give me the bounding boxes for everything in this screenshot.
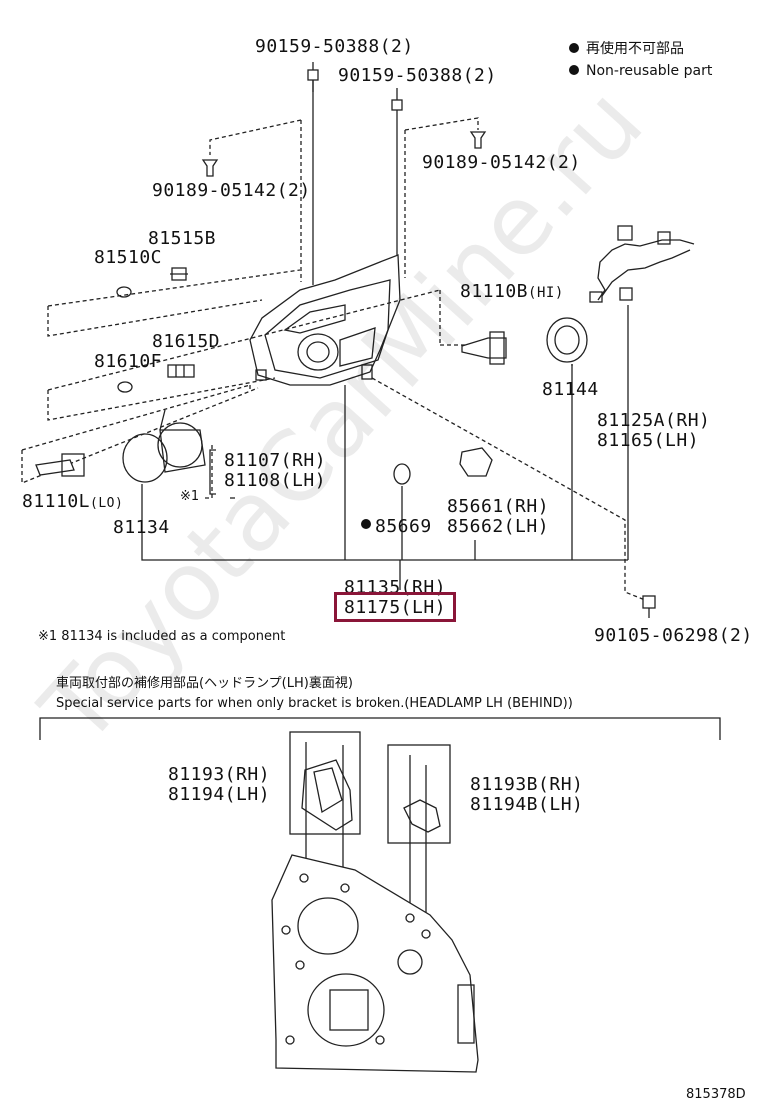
part-90159-50388-b[interactable]: 90159-50388(2)	[338, 65, 497, 86]
part-81134[interactable]: 81134	[113, 517, 170, 538]
part-81110l-suffix: (LO)	[90, 496, 124, 511]
service-note-jp: 車両取付部の補修用部品(ヘッドランプ(LH)裏面視)	[56, 676, 353, 691]
screw-90105	[642, 595, 656, 618]
part-81125a[interactable]: 81125A(RH)	[597, 410, 711, 431]
bulb-81110b	[461, 331, 507, 365]
legend-non-reusable-jp: 再使用不可部品	[586, 41, 684, 57]
part-81110l-number: 81110L	[22, 491, 91, 512]
diagram-id: 815378D	[686, 1087, 746, 1102]
part-81615d[interactable]: 81615D	[152, 331, 221, 352]
headlamp-assembly	[249, 254, 401, 386]
part-81193b[interactable]: 81193B(RH)	[470, 774, 584, 795]
gasket-81134	[122, 433, 168, 483]
footnote-81134: ※1 81134 is included as a component	[38, 629, 286, 644]
part-81515b[interactable]: 81515B	[148, 228, 217, 249]
ring-85669	[393, 463, 411, 485]
bulb-81610f	[117, 381, 133, 393]
part-81165[interactable]: 81165(LH)	[597, 430, 700, 451]
part-81110b-suffix: (HI)	[528, 285, 564, 301]
part-85661[interactable]: 85661(RH)	[447, 496, 550, 517]
part-90189-05142-a[interactable]: 90189-05142(2)	[152, 180, 311, 201]
part-90159-50388-a[interactable]: 90159-50388(2)	[255, 36, 414, 57]
part-81193[interactable]: 81193(RH)	[168, 764, 271, 785]
part-85669[interactable]: 85669	[375, 516, 432, 537]
cap-81144	[546, 317, 588, 363]
part-81510c[interactable]: 81510C	[94, 247, 163, 268]
cover-81107	[157, 409, 206, 473]
part-81175[interactable]: 81175(LH)	[344, 597, 447, 618]
highlight-box	[334, 592, 456, 622]
headlamp-back-lh	[271, 854, 479, 1073]
bulb-81510c	[116, 286, 132, 298]
part-90105-06298[interactable]: 90105-06298(2)	[594, 625, 753, 646]
wire-81125a	[589, 225, 695, 303]
bolt-90159-a	[307, 62, 319, 285]
actuator-85661	[459, 447, 493, 477]
socket-81515b	[170, 267, 188, 281]
part-81194b[interactable]: 81194B(LH)	[470, 794, 584, 815]
clip-90189-a	[201, 159, 219, 177]
bracket-81193	[301, 742, 353, 880]
bracket-81193b	[403, 755, 441, 935]
part-81108[interactable]: 81108(LH)	[224, 470, 327, 491]
part-90189-05142-b[interactable]: 90189-05142(2)	[422, 152, 581, 173]
part-81610f[interactable]: 81610F	[94, 351, 163, 372]
part-81110b-number: 81110B	[460, 281, 529, 302]
part-81194[interactable]: 81194(LH)	[168, 784, 271, 805]
note-mark-1: ※1	[180, 489, 200, 504]
part-81110b[interactable]: 81110B(HI)	[460, 283, 564, 301]
socket-81615d	[167, 364, 195, 378]
bulb-81110l	[35, 453, 85, 477]
part-85662[interactable]: 85662(LH)	[447, 516, 550, 537]
part-81110l[interactable]: 81110L(LO)	[22, 493, 123, 511]
clip-90189-b	[469, 131, 487, 149]
bolt-90159-b	[391, 88, 403, 272]
service-note-en: Special service parts for when only brac…	[56, 696, 573, 711]
part-81107[interactable]: 81107(RH)	[224, 450, 327, 471]
non-reusable-dot	[361, 519, 371, 529]
legend-non-reusable-en: Non-reusable part	[586, 63, 713, 79]
part-81144[interactable]: 81144	[542, 379, 599, 400]
